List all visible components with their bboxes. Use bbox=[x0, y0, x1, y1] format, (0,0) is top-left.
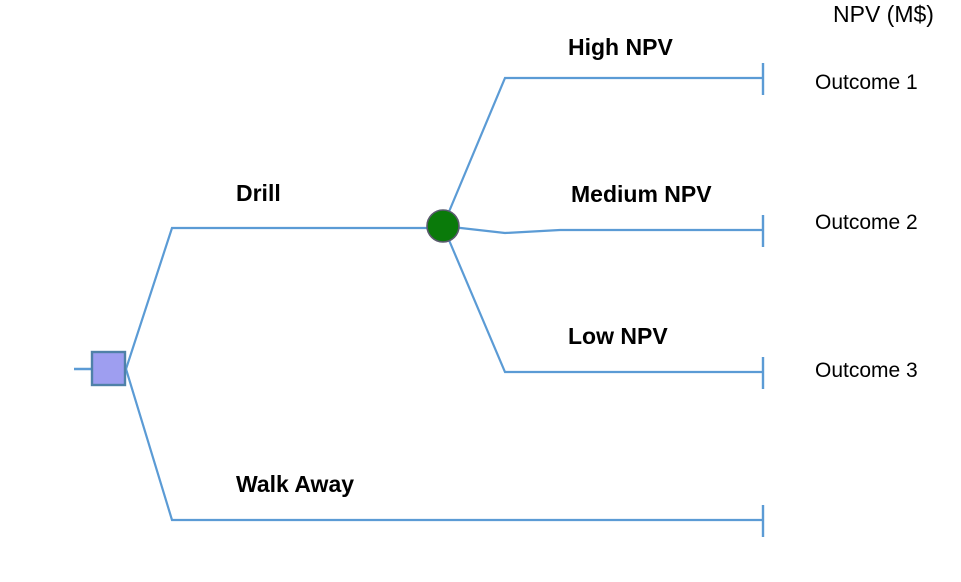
decision-node-square[interactable] bbox=[90, 350, 127, 387]
branch-label-high-npv: High NPV bbox=[568, 34, 673, 60]
branch-label-low-npv: Low NPV bbox=[568, 323, 668, 349]
branch-label-drill: Drill bbox=[236, 180, 281, 206]
chance-node-circle[interactable] bbox=[426, 209, 460, 243]
branch-walk-away-line[interactable] bbox=[124, 368, 763, 522]
outcome-label-3: Outcome 3 bbox=[815, 359, 918, 382]
branch-medium-npv-line[interactable] bbox=[442, 224, 763, 235]
outcome-label-2: Outcome 2 bbox=[815, 211, 918, 234]
branch-drill-line[interactable] bbox=[124, 226, 443, 370]
npv-column-header: NPV (M$) bbox=[833, 1, 934, 27]
outcome-label-1: Outcome 1 bbox=[815, 71, 918, 94]
branch-label-walk-away: Walk Away bbox=[236, 471, 355, 497]
branch-label-medium-npv: Medium NPV bbox=[571, 181, 712, 207]
branch-high-npv-line[interactable] bbox=[441, 76, 763, 227]
branch-low-npv-line[interactable] bbox=[441, 225, 763, 374]
